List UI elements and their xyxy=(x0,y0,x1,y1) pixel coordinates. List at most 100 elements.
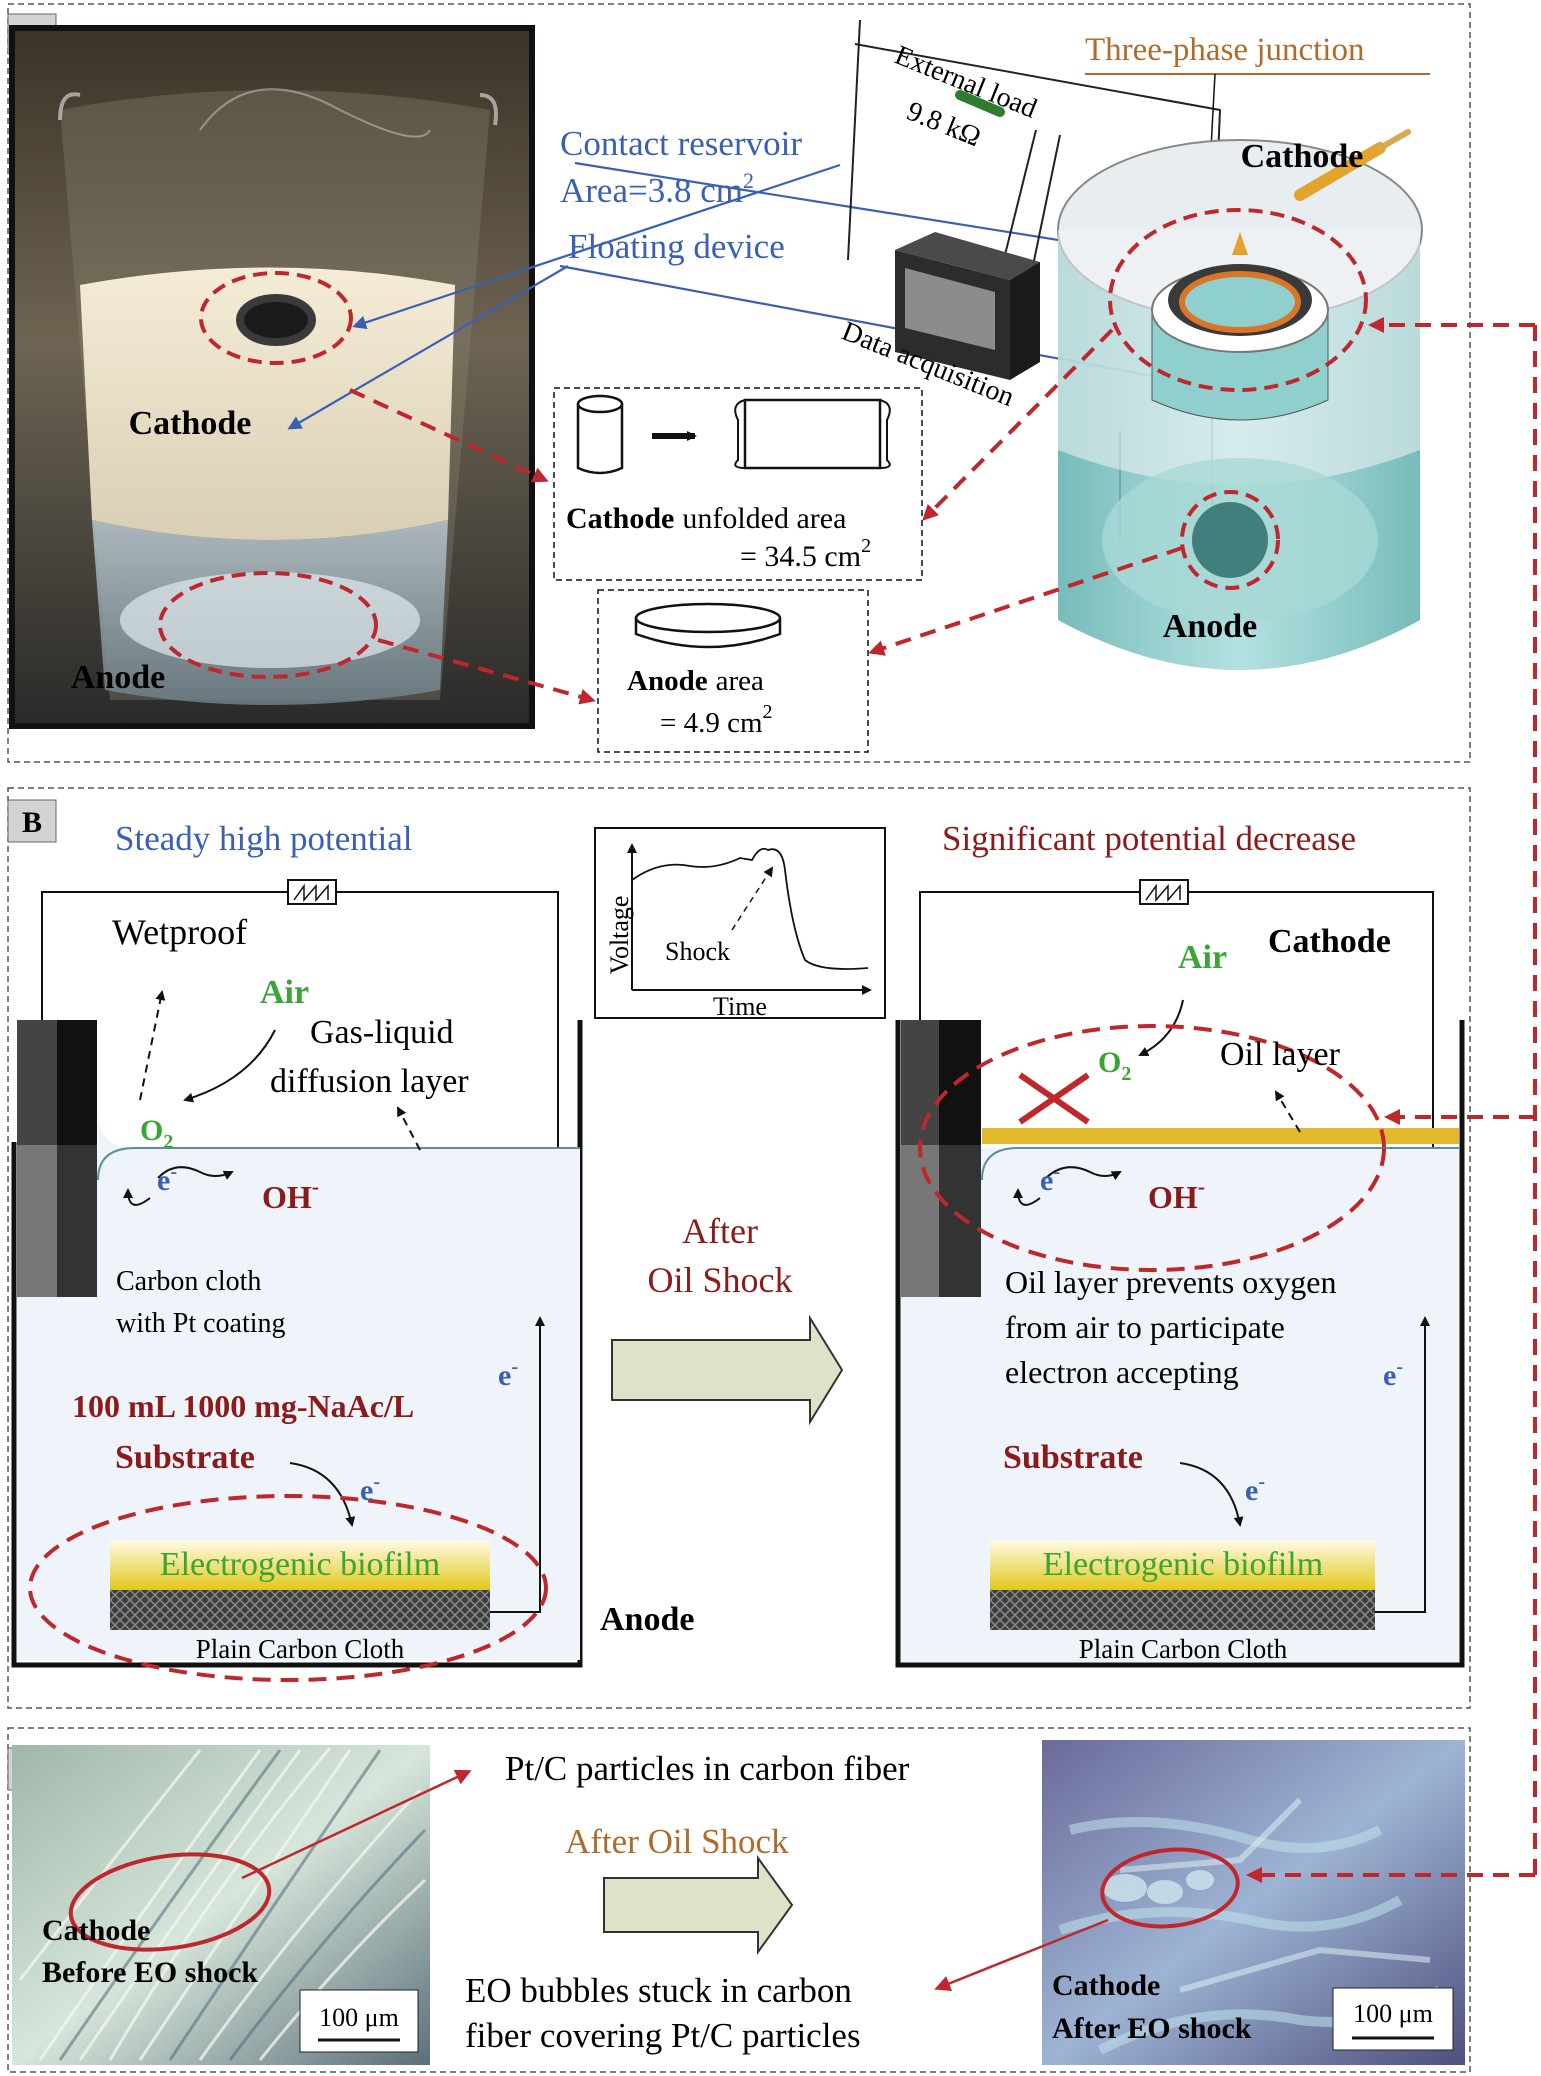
transition-arrow-c xyxy=(603,1854,794,1956)
resistor-icon xyxy=(955,90,1005,117)
three-phase-label: Three-phase junction xyxy=(1085,32,1364,68)
o2-label-left: O2 xyxy=(140,1114,173,1153)
concentration-label: 100 mL 1000 mg-NaAc/L xyxy=(72,1388,414,1424)
prevents-line-3: electron accepting xyxy=(1005,1354,1239,1390)
reactor-cathode-label: Cathode xyxy=(1241,138,1364,175)
plain-cloth-label-right: Plain Carbon Cloth xyxy=(1079,1634,1288,1664)
biofilm-right xyxy=(990,1540,1375,1590)
air-label-left: Air xyxy=(260,974,309,1011)
after-img-label-1: Cathode xyxy=(1052,1969,1160,2002)
electron-left: e- xyxy=(157,1161,177,1197)
panel-b-frame xyxy=(7,787,1471,1709)
panel-c: C Cathode Before EO shock 100 μm Pt/C pa… xyxy=(7,1727,1535,2073)
panel-a: A Cathode Anode Contact reservoir Area=3… xyxy=(7,3,1537,1875)
prevents-line-1: Oil layer prevents oxygen xyxy=(1005,1264,1336,1300)
inset-xlabel: Time xyxy=(713,992,767,1021)
transition-arrow-b xyxy=(611,1314,844,1426)
inset-ylabel: Voltage xyxy=(605,896,634,975)
after-label-2: Oil Shock xyxy=(647,1260,792,1300)
gas-liquid-label-1: Gas-liquid xyxy=(310,1014,454,1051)
bubbles-line-1: EO bubbles stuck in carbon xyxy=(465,1971,852,2010)
oil-layer-highlight xyxy=(918,1024,1386,1272)
reactor-3d xyxy=(1057,129,1423,670)
voltage-inset xyxy=(594,827,886,1019)
before-label-1: Cathode xyxy=(42,1914,150,1947)
micrograph-before xyxy=(12,1745,472,2065)
cathode-area-box xyxy=(553,387,923,581)
three-phase-ring xyxy=(1179,271,1301,333)
inset-shock-label: Shock xyxy=(665,937,730,966)
steady-potential-title: Steady high potential xyxy=(115,819,413,858)
oil-layer-label: Oil layer xyxy=(1220,1036,1341,1073)
plain-cloth-label-left: Plain Carbon Cloth xyxy=(196,1634,405,1664)
photo-anode-connector xyxy=(377,638,596,705)
cathode-ring xyxy=(236,294,316,346)
anode-area-box xyxy=(597,589,869,753)
anode-box-value: = 4.9 cm2 xyxy=(660,701,773,739)
electron-right: e- xyxy=(1040,1161,1060,1197)
reactor-anode-connector xyxy=(868,546,1183,656)
electron-substrate-left: e- xyxy=(360,1471,380,1507)
photo-cathode-label: Cathode xyxy=(129,405,252,442)
float-foam xyxy=(80,267,455,540)
substrate-label-left: Substrate xyxy=(115,1439,255,1476)
wetproof-label: Wetproof xyxy=(112,912,247,952)
air-label-right: Air xyxy=(1178,939,1227,976)
data-acquisition-device xyxy=(895,232,1040,380)
panel-b-tag xyxy=(7,799,57,843)
photo-cathode-connector xyxy=(349,388,549,483)
blocked-cross-icon xyxy=(1018,1072,1090,1125)
after-oil-label-c: After Oil Shock xyxy=(565,1822,789,1861)
dropper-icon xyxy=(1294,142,1386,201)
panel-b: B Steady high potential Significant pote… xyxy=(7,787,1535,1709)
area-label: Area=3.8 cm2 xyxy=(560,168,754,210)
electron-wire-left: e- xyxy=(498,1356,518,1392)
load-resistor-right xyxy=(1139,879,1189,905)
floating-device-label: Floating device xyxy=(568,227,785,266)
substrate-label-right: Substrate xyxy=(1003,1439,1143,1476)
electron-substrate-right: e- xyxy=(1245,1471,1265,1507)
anode-felt xyxy=(120,572,420,668)
cathode-box-value: = 34.5 cm2 xyxy=(740,535,871,573)
o2-label-right: O2 xyxy=(1098,1046,1131,1085)
before-label-2: Before EO shock xyxy=(42,1956,258,1989)
plain-cloth-left xyxy=(110,1590,490,1630)
anode-label-b: Anode xyxy=(600,1601,694,1638)
reactor-anode-label: Anode xyxy=(1163,608,1257,645)
beaker-photo xyxy=(9,25,535,729)
cell-before xyxy=(11,879,583,1682)
floating-device-pointer-photo xyxy=(287,265,569,430)
reactor-cathode-connector xyxy=(922,328,1114,521)
contact-reservoir-label: Contact reservoir xyxy=(560,124,802,163)
area-pointer xyxy=(352,163,841,330)
oil-layer xyxy=(982,1128,1459,1144)
biofilm-left xyxy=(110,1540,490,1590)
prevents-line-2: from air to participate xyxy=(1005,1309,1285,1345)
potential-decrease-title: Significant potential decrease xyxy=(942,819,1356,858)
biofilm-label-right: Electrogenic biofilm xyxy=(1043,1546,1323,1583)
gas-liquid-layer-left xyxy=(97,1147,580,1181)
carbon-cloth-label-2: with Pt coating xyxy=(116,1308,286,1339)
scale-label-before: 100 μm xyxy=(319,2003,399,2032)
anode-disc xyxy=(1192,502,1268,578)
plain-cloth-right xyxy=(990,1590,1375,1630)
oh-left: OH- xyxy=(262,1174,319,1215)
bubbles-line-2: fiber covering Pt/C particles xyxy=(465,2016,861,2055)
electron-wire-right: e- xyxy=(1383,1356,1403,1392)
panel-c-frame xyxy=(7,1727,1471,2073)
scalebar-after xyxy=(1332,1987,1454,2051)
oh-right: OH- xyxy=(1148,1174,1205,1215)
cathode-label-b: Cathode xyxy=(1268,923,1391,960)
panel-a-frame xyxy=(7,3,1471,763)
photo-anode-label: Anode xyxy=(71,659,165,696)
scalebar-before xyxy=(299,1989,419,2053)
after-img-label-2: After EO shock xyxy=(1052,2012,1252,2045)
load-resistor-left xyxy=(287,879,337,905)
scale-label-after: 100 μm xyxy=(1353,1999,1433,2028)
cell-after xyxy=(895,879,1535,1668)
biofilm-highlight-left xyxy=(28,1494,548,1682)
micrograph-after xyxy=(934,1740,1535,2065)
after-label-1: After xyxy=(682,1211,758,1251)
